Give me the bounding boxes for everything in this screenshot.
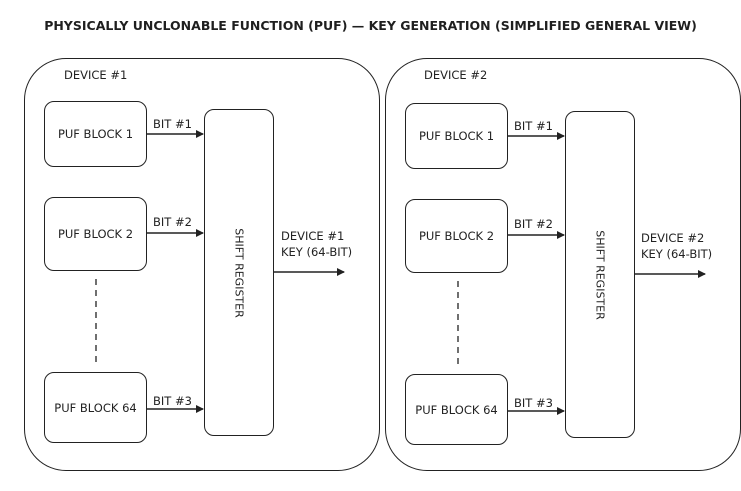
device-2-puf-block-2-label: PUF BLOCK 2: [418, 229, 495, 243]
device-2-puf-block-64-label: PUF BLOCK 64: [415, 402, 498, 417]
device-2-shift-register: SHIFT REGISTER: [565, 111, 635, 438]
device-2-puf-block-64: PUF BLOCK 64: [405, 374, 508, 445]
device-2-bit-2-label: BIT #2: [514, 217, 553, 231]
device-2-key-line-1: DEVICE #2: [641, 231, 705, 245]
device-2-puf-block-1-label: PUF BLOCK 1: [418, 129, 495, 143]
device-1-puf-block-64: PUF BLOCK 64: [44, 372, 147, 443]
device-1-key-line-1: DEVICE #1: [281, 229, 345, 243]
device-1-puf-block-1: PUF BLOCK 1: [44, 101, 147, 167]
device-1-bit-3-label: BIT #3: [153, 394, 192, 408]
device-1-key-label: DEVICE #1 KEY (64-BIT): [281, 228, 352, 260]
device-2-label: DEVICE #2: [424, 68, 488, 82]
device-1-puf-block-64-label: PUF BLOCK 64: [54, 400, 137, 415]
device-2-puf-block-1: PUF BLOCK 1: [405, 103, 508, 169]
device-1-shift-register: SHIFT REGISTER: [204, 109, 274, 436]
device-2-key-label: DEVICE #2 KEY (64-BIT): [641, 230, 712, 262]
device-1-container: [24, 58, 380, 471]
device-1-puf-block-2: PUF BLOCK 2: [44, 197, 147, 271]
device-1-label: DEVICE #1: [64, 68, 128, 82]
diagram-title: PHYSICALLY UNCLONABLE FUNCTION (PUF) — K…: [44, 18, 697, 33]
device-1-puf-block-1-label: PUF BLOCK 1: [57, 127, 134, 141]
device-1-shift-register-label: SHIFT REGISTER: [232, 227, 246, 318]
device-1-puf-block-2-label: PUF BLOCK 2: [57, 227, 134, 241]
device-2-shift-register-label: SHIFT REGISTER: [593, 229, 607, 320]
device-2-bit-3-label: BIT #3: [514, 396, 553, 410]
device-1-key-line-2: KEY (64-BIT): [281, 245, 353, 259]
device-2-bit-1-label: BIT #1: [514, 119, 553, 133]
device-2-key-line-2: KEY (64-BIT): [641, 247, 713, 261]
device-2-puf-block-2: PUF BLOCK 2: [405, 199, 508, 273]
device-1-bit-1-label: BIT #1: [153, 117, 192, 131]
device-1-bit-2-label: BIT #2: [153, 215, 192, 229]
